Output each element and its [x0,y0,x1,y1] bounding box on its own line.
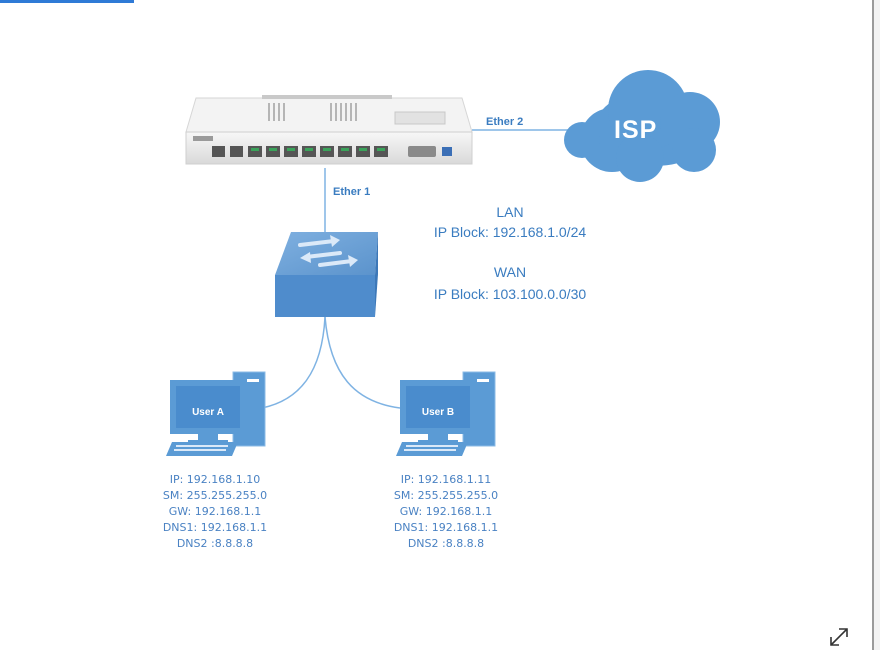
computer-user-a [166,371,266,456]
lan-ip-block: IP Block: 192.168.1.0/24 [433,224,587,240]
user-a-dns2: DNS2 :8.8.8.8 [176,537,254,550]
user-b-dns2: DNS2 :8.8.8.8 [407,537,485,550]
right-border [872,0,874,650]
ether2-label: Ether 2 [486,116,524,128]
user-a-subnet-mask: SM: 255.255.255.0 [162,489,268,502]
user-a-gateway: GW: 192.168.1.1 [168,505,262,518]
computer-user-b [396,371,496,456]
user-b-gateway: GW: 192.168.1.1 [399,505,493,518]
user-b-subnet-mask: SM: 255.255.255.0 [393,489,499,502]
user-a-ip: IP: 192.168.1.10 [169,473,261,486]
user-a-dns1: DNS1: 192.168.1.1 [162,521,268,534]
router [185,95,473,165]
top-progress-bar [0,0,134,3]
ether1-label: Ether 1 [333,186,371,198]
isp-label: ISP [614,116,658,144]
wan-ip-block: IP Block: 103.100.0.0/30 [433,286,587,302]
isp-cloud [564,70,720,182]
user-a-config: IP: 192.168.1.10 SM: 255.255.255.0 GW: 1… [130,472,300,552]
switch [275,232,378,317]
lan-title: LAN [496,204,524,220]
user-b-link [324,316,401,409]
expand-arrows-icon[interactable] [828,626,850,648]
user-b-config: IP: 192.168.1.11 SM: 255.255.255.0 GW: 1… [361,472,531,552]
router-ports [212,146,452,157]
user-a-link [261,316,326,409]
right-scroll-strip[interactable] [874,0,880,650]
connection-lines [261,129,568,409]
user-a-screen-label: User A [192,407,224,418]
user-b-screen-label: User B [421,407,455,418]
switch-arrows-icon [298,235,358,267]
user-b-dns1: DNS1: 192.168.1.1 [393,521,499,534]
wan-title: WAN [493,264,527,280]
user-b-ip: IP: 192.168.1.11 [400,473,492,486]
